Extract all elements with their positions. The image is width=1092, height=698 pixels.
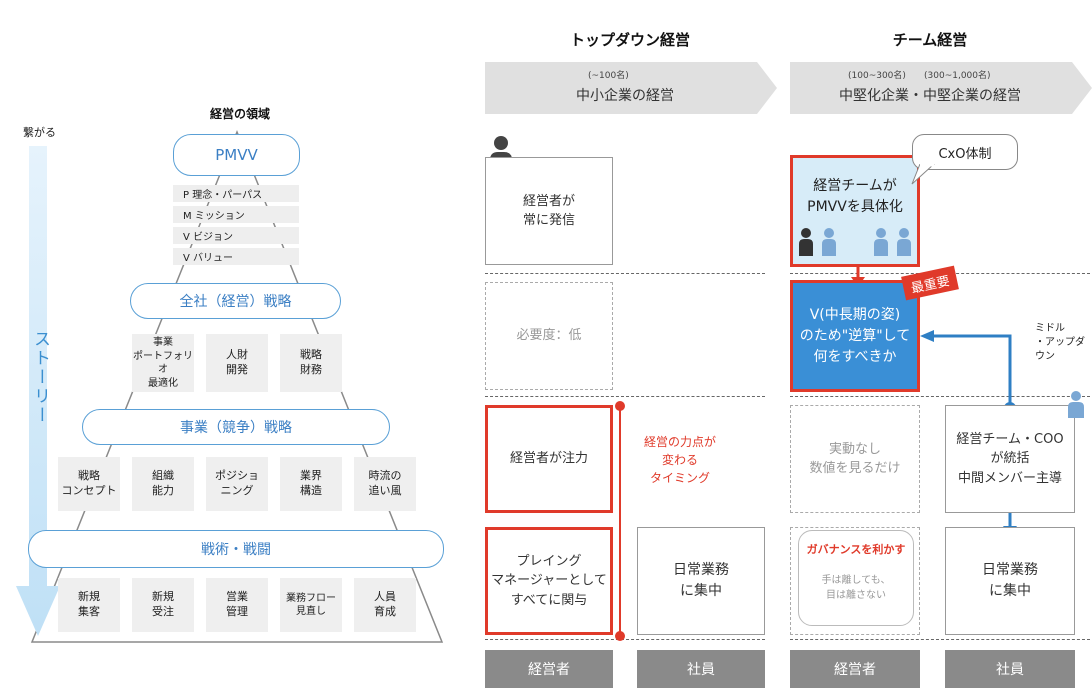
business-item-capability: 組織 能力	[132, 457, 194, 511]
tactics-pill: 戦術・戦闘	[28, 530, 444, 568]
business-item-industry: 業界 構造	[280, 457, 342, 511]
topdown-box-daily-work: 日常業務 に集中	[637, 527, 765, 635]
tactics-item-training: 人員 育成	[354, 578, 416, 632]
topdown-scope-banner	[485, 62, 777, 114]
footer-topdown-employee: 社員	[637, 650, 765, 688]
team-scope: 中堅化企業・中堅企業の経営	[839, 88, 1021, 104]
footer-topdown-executive: 経営者	[485, 650, 613, 688]
governance-subtitle: 手は離しても、 目は離さない	[821, 575, 891, 601]
business-item-positioning: ポジショ ニング	[206, 457, 268, 511]
business-strategy-pill: 事業（競争）戦略	[82, 409, 390, 445]
most-important-tag: 最重要	[901, 265, 959, 301]
callout-tail	[911, 164, 935, 185]
separator-line	[790, 396, 1090, 397]
tactics-item-workflow: 業務フロー 見直し	[280, 578, 342, 632]
team-scope-banner	[790, 62, 1092, 114]
timing-note: 経営の力点が 変わる タイミング	[643, 435, 716, 485]
separator-line	[790, 639, 1090, 640]
team-box-no-action: 実動なし 数値を見るだけ	[790, 405, 920, 513]
timing-marker-line	[615, 401, 625, 641]
pmvv-item-purpose: P 理念・パーパス	[173, 185, 299, 202]
business-item-trend: 時流の 追い風	[354, 457, 416, 511]
pmvv-pill: PMVV	[173, 134, 300, 176]
corporate-strategy-pill: 全社（経営）戦略	[130, 283, 341, 319]
governance-box	[798, 530, 914, 626]
topdown-box-need-low: 必要度：低	[485, 282, 613, 390]
pmvv-item-vision: V ビジョン	[173, 227, 299, 244]
team-people-icon	[799, 228, 911, 256]
topdown-scope: 中小企業の経営	[576, 88, 674, 104]
tactics-item-orders: 新規 受注	[132, 578, 194, 632]
footer-team-executive: 経営者	[790, 650, 920, 688]
business-item-concept: 戦略 コンセプト	[58, 457, 120, 511]
member-person-icon	[1068, 391, 1084, 418]
story-label: ストーリー	[30, 330, 50, 425]
topdown-range: (~100名)	[588, 71, 629, 81]
story-arrow-icon	[16, 146, 60, 636]
topdown-box-playing-manager: プレイング マネージャーとして すべてに関与	[485, 527, 613, 635]
team-range-2: (300~1,000名)	[924, 71, 991, 81]
separator-line	[485, 273, 765, 274]
corporate-item-finance: 戦略 財務	[280, 334, 342, 392]
story-top-label: 繋がる	[23, 126, 56, 139]
team-title: チーム経営	[892, 30, 968, 49]
separator-line	[485, 639, 765, 640]
pyramid-title: 経営の領域	[209, 106, 270, 121]
team-box-vision-backcast: V(中長期の姿) のため"逆算"して 何をすべきか	[790, 280, 920, 392]
pmvv-item-mission: M ミッション	[173, 206, 299, 223]
governance-title: ガバナンスを利かす	[806, 543, 906, 556]
tactics-item-sales-mgmt: 営業 管理	[206, 578, 268, 632]
team-box-pmvv: 経営チームが PMVVを具体化	[790, 155, 920, 267]
team-range-1: (100~300名)	[848, 71, 906, 81]
pmvv-item-value: V バリュー	[173, 248, 299, 265]
topdown-box-executive-messaging: 経営者が 常に発信	[485, 157, 613, 265]
tactics-item-acquisition: 新規 集客	[58, 578, 120, 632]
middle-up-down-label: ミドル ・アップダウン	[1035, 323, 1085, 362]
corporate-item-talent: 人財 開発	[206, 334, 268, 392]
separator-line	[485, 396, 765, 397]
corporate-item-portfolio: 事業 ポートフォリオ 最適化	[132, 334, 194, 392]
footer-team-employee: 社員	[945, 650, 1075, 688]
team-box-coo-led: 経営チーム・COO が統括 中間メンバー主導	[945, 405, 1075, 513]
topdown-title: トップダウン経営	[569, 30, 690, 49]
topdown-box-executive-focus: 経営者が注力	[485, 405, 613, 513]
team-box-daily-work: 日常業務 に集中	[945, 527, 1075, 635]
